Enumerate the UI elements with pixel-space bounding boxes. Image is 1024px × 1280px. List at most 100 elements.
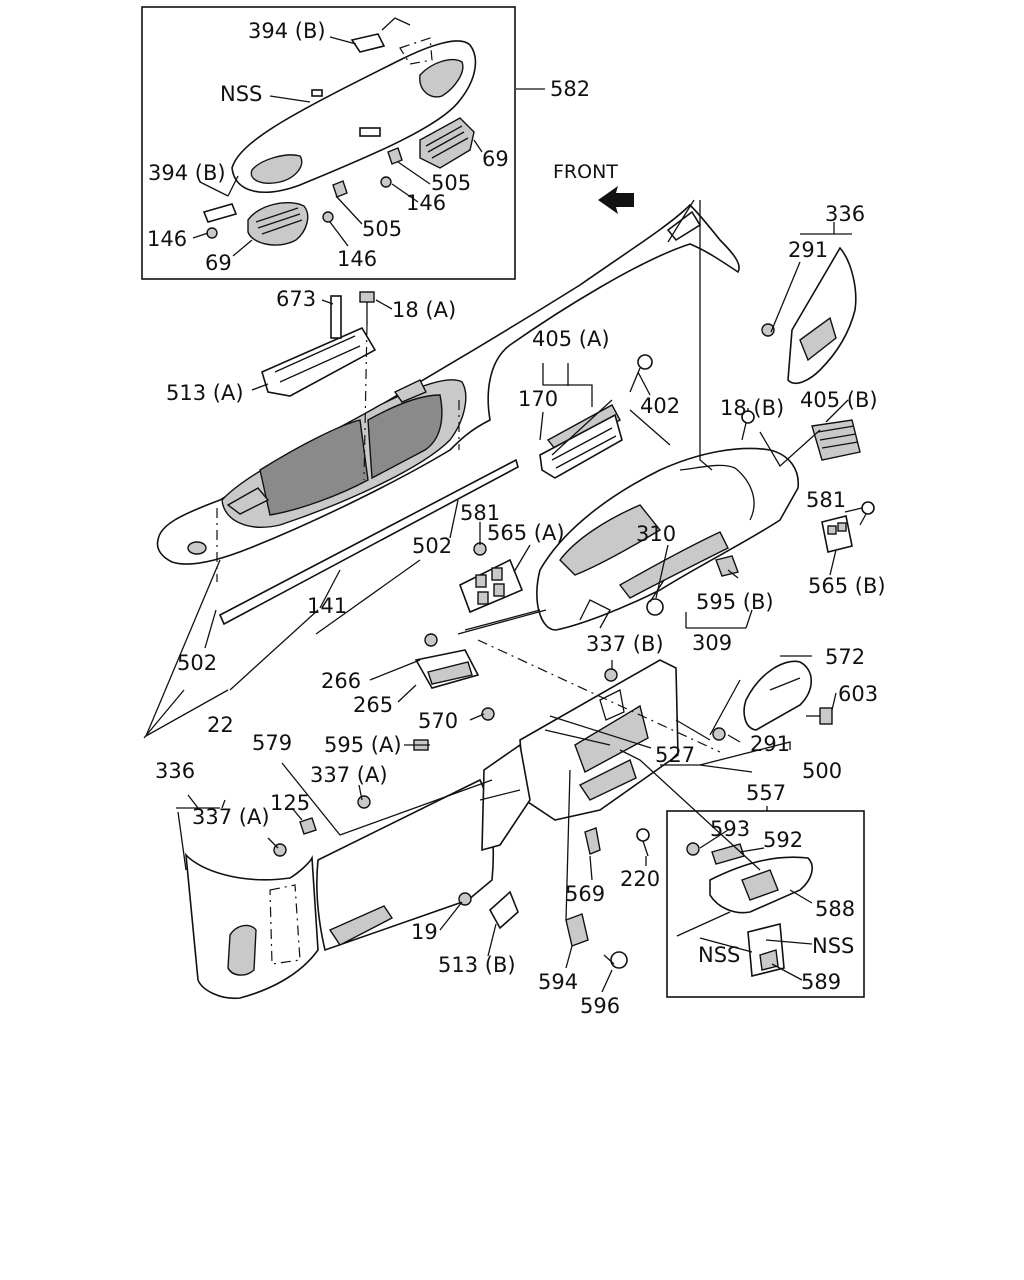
label-291-top: 291 xyxy=(788,238,828,262)
side-cover-336-right xyxy=(787,246,857,385)
upper-trim-panel-582 xyxy=(231,37,477,193)
label-505-b: 505 xyxy=(362,217,402,241)
switch-565a xyxy=(459,558,524,614)
label-513b: 513 (B) xyxy=(438,953,516,977)
screw-220 xyxy=(636,828,650,857)
label-125: 125 xyxy=(270,791,310,815)
label-500: 500 xyxy=(802,759,842,783)
label-593: 593 xyxy=(710,817,750,841)
label-595a: 595 (A) xyxy=(324,733,402,757)
label-572: 572 xyxy=(825,645,865,669)
panel-strip-141 xyxy=(218,458,519,626)
label-310: 310 xyxy=(636,522,676,546)
front-arrow-icon xyxy=(598,186,634,214)
front-label: FRONT xyxy=(553,161,618,183)
vent-grille-69-top xyxy=(419,117,475,169)
bracket-569 xyxy=(584,827,601,855)
label-569: 569 xyxy=(565,882,605,906)
clip-337a-1 xyxy=(357,795,371,809)
screw-18a xyxy=(359,291,375,325)
label-146-b: 146 xyxy=(147,227,187,251)
label-594: 594 xyxy=(538,970,578,994)
label-220: 220 xyxy=(620,867,660,891)
label-336-low: 336 xyxy=(155,759,195,783)
clip-595b xyxy=(715,555,739,577)
label-565a: 565 (A) xyxy=(487,521,565,545)
screw-603 xyxy=(806,707,833,725)
label-309: 309 xyxy=(692,631,732,655)
label-579: 579 xyxy=(252,731,292,755)
clip-570 xyxy=(481,707,495,721)
lock-589 xyxy=(747,922,785,978)
clip-337b xyxy=(604,668,618,682)
inset-box-582 xyxy=(141,6,516,280)
bracket-513b xyxy=(488,890,519,930)
label-336-top: 336 xyxy=(825,202,865,226)
side-cover-336-left xyxy=(184,852,319,1000)
label-505-a: 505 xyxy=(431,171,471,195)
label-592: 592 xyxy=(763,828,803,852)
cluster-housing-309 xyxy=(536,447,799,631)
callout-labels: 394 (B) NSS 582 69 394 (B) 505 146 146 5… xyxy=(147,19,886,1018)
dashed-center-lines xyxy=(216,324,721,753)
label-394b-top: 394 (B) xyxy=(248,19,326,43)
clip-291-top xyxy=(761,323,775,337)
label-394b-mid: 394 (B) xyxy=(148,161,226,185)
small-clips-inset xyxy=(202,33,403,239)
label-603: 603 xyxy=(838,682,878,706)
label-291-low: 291 xyxy=(750,732,790,756)
instrument-panel-main xyxy=(156,203,740,565)
vent-405b xyxy=(811,419,861,461)
label-19: 19 xyxy=(411,920,438,944)
rod-nss xyxy=(676,911,731,937)
screw-593 xyxy=(686,842,700,856)
label-nss-top: NSS xyxy=(220,82,262,106)
vent-405a xyxy=(539,404,623,479)
label-nss-1: NSS xyxy=(698,943,740,967)
label-69-bottom: 69 xyxy=(205,251,232,275)
label-337a-2: 337 (A) xyxy=(192,805,270,829)
label-265: 265 xyxy=(353,693,393,717)
label-22: 22 xyxy=(207,713,234,737)
label-266: 266 xyxy=(321,669,361,693)
label-146-a: 146 xyxy=(406,191,446,215)
label-18a: 18 (A) xyxy=(392,298,456,322)
label-596: 596 xyxy=(580,994,620,1018)
label-170: 170 xyxy=(518,387,558,411)
part-673 xyxy=(330,295,342,339)
clip-125 xyxy=(299,817,317,835)
label-673: 673 xyxy=(276,287,316,311)
label-502-low: 502 xyxy=(177,651,217,675)
label-146-c: 146 xyxy=(337,247,377,271)
bracket-513a xyxy=(261,326,377,397)
label-nss-2: NSS xyxy=(812,934,854,958)
label-337b: 337 (B) xyxy=(586,632,664,656)
latch-588 xyxy=(709,856,813,914)
center-console-500 xyxy=(519,659,679,821)
screw-596 xyxy=(603,951,628,969)
ashtray-265 xyxy=(414,649,480,689)
label-570: 570 xyxy=(418,709,458,733)
label-581-right: 581 xyxy=(806,488,846,512)
bracket-594 xyxy=(565,913,589,947)
switch-565b xyxy=(821,515,853,553)
label-69-top: 69 xyxy=(482,147,509,171)
vent-grille-69-bottom xyxy=(247,202,309,246)
label-402: 402 xyxy=(640,394,680,418)
screw-402 xyxy=(629,354,653,393)
label-581-left: 581 xyxy=(460,501,500,525)
label-502-mid: 502 xyxy=(412,534,452,558)
label-337a-1: 337 (A) xyxy=(310,763,388,787)
label-582: 582 xyxy=(550,77,590,101)
label-513a: 513 (A) xyxy=(166,381,244,405)
label-18b: 18 (B) xyxy=(720,396,784,420)
clip-291-low xyxy=(712,727,726,741)
label-595b: 595 (B) xyxy=(696,590,774,614)
glove-box-579 xyxy=(316,743,531,952)
label-557: 557 xyxy=(746,781,786,805)
screw-581-right xyxy=(859,501,875,526)
label-589: 589 xyxy=(801,970,841,994)
screw-266 xyxy=(424,633,438,647)
inset-box-557 xyxy=(666,810,865,998)
